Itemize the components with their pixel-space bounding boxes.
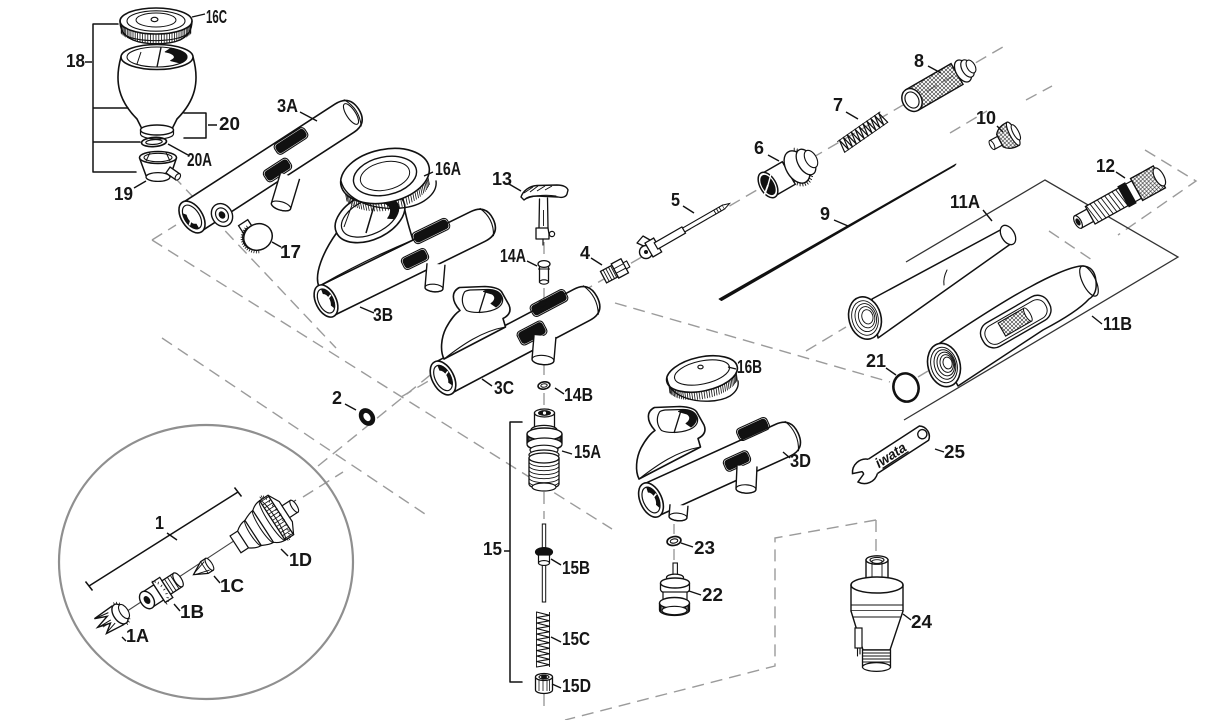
svg-text:2: 2	[332, 388, 342, 408]
svg-text:1A: 1A	[126, 626, 149, 646]
svg-text:8: 8	[914, 51, 924, 71]
svg-text:1C: 1C	[220, 576, 244, 596]
svg-text:15C: 15C	[562, 629, 590, 649]
svg-text:17: 17	[280, 242, 301, 262]
svg-text:23: 23	[694, 538, 715, 558]
svg-text:3D: 3D	[790, 451, 811, 471]
svg-text:15A: 15A	[574, 442, 601, 462]
svg-text:20: 20	[219, 114, 240, 134]
svg-text:20A: 20A	[187, 150, 212, 170]
svg-text:3C: 3C	[494, 378, 514, 398]
svg-text:4: 4	[580, 243, 590, 263]
svg-text:1B: 1B	[180, 602, 204, 622]
svg-text:16C: 16C	[206, 7, 227, 27]
svg-text:15B: 15B	[562, 558, 590, 578]
svg-text:22: 22	[702, 585, 723, 605]
svg-text:14B: 14B	[564, 385, 593, 405]
svg-text:1: 1	[155, 513, 164, 533]
svg-text:9: 9	[820, 204, 830, 224]
svg-text:10: 10	[976, 108, 996, 128]
svg-text:11B: 11B	[1103, 314, 1132, 334]
svg-text:16B: 16B	[737, 357, 762, 377]
svg-text:3A: 3A	[277, 96, 298, 116]
svg-text:24: 24	[911, 612, 932, 632]
svg-text:15: 15	[483, 539, 502, 559]
svg-text:1D: 1D	[289, 550, 312, 570]
svg-text:14A: 14A	[500, 246, 526, 266]
svg-text:7: 7	[833, 95, 843, 115]
svg-text:21: 21	[866, 351, 886, 371]
svg-text:3B: 3B	[373, 305, 393, 325]
svg-text:6: 6	[754, 138, 764, 158]
svg-text:13: 13	[492, 169, 512, 189]
svg-text:18: 18	[66, 51, 85, 71]
svg-text:16A: 16A	[435, 159, 461, 179]
svg-text:11A: 11A	[950, 192, 980, 212]
svg-text:15D: 15D	[562, 676, 591, 696]
svg-text:19: 19	[114, 184, 133, 204]
svg-text:5: 5	[671, 190, 680, 210]
svg-text:25: 25	[944, 442, 965, 462]
svg-text:12: 12	[1096, 156, 1115, 176]
